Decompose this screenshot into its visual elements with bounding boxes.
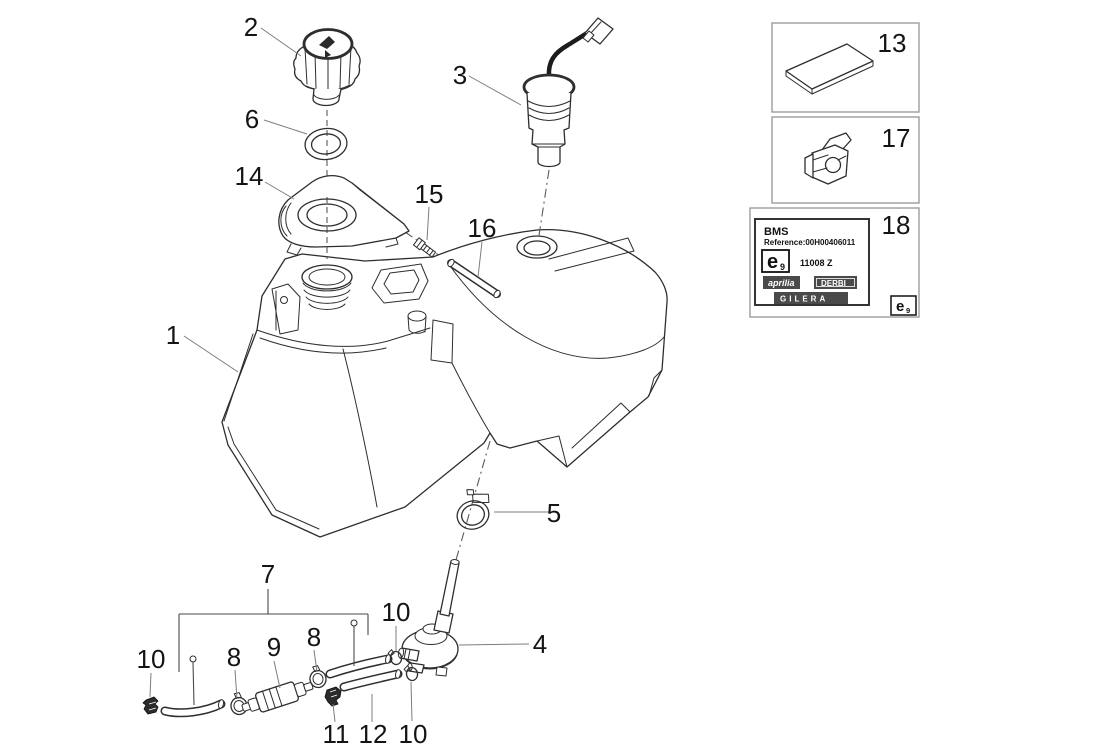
tank-ridge-line <box>256 327 431 347</box>
fuel-sensor-drawing <box>522 17 614 168</box>
clip-17-drawing <box>804 132 852 185</box>
fuel-filter-drawing <box>241 681 314 713</box>
aprilia-logo-text: aprilia <box>768 278 795 288</box>
callout-9: 9 <box>267 632 281 662</box>
e-mark-small: e <box>896 298 904 315</box>
kit-box-18: BMS Reference:00H00406011 e 9 11008 Z ap… <box>749 207 920 318</box>
aprilia-badge <box>763 276 800 289</box>
callout-2: 2 <box>244 12 258 42</box>
clip-11-detail <box>329 689 338 698</box>
e-mark-box <box>761 249 790 273</box>
callout-12: 12 <box>359 719 388 749</box>
callout-8-right: 8 <box>307 622 321 652</box>
cap-arrow-icon <box>319 36 335 58</box>
kit-box-17: 17 <box>771 116 920 204</box>
callout-10-left: 10 <box>137 644 166 674</box>
cap-bracket-drawing <box>278 175 410 259</box>
tank-pillar <box>430 319 454 364</box>
callout-13: 13 <box>878 28 907 58</box>
e-mark-sub: 9 <box>780 262 785 272</box>
gasket-plate-drawing <box>785 43 874 95</box>
hose-left <box>160 699 226 718</box>
group-bracket-7 <box>178 589 369 706</box>
hose-12 <box>339 669 403 692</box>
sensor-hole <box>516 235 558 259</box>
callout-4: 4 <box>533 629 547 659</box>
bms-label: BMS Reference:00H00406011 e 9 11008 Z ap… <box>754 218 870 306</box>
gilera-badge <box>774 292 848 304</box>
tap-standpipe <box>439 560 460 617</box>
callout-7: 7 <box>261 559 275 589</box>
centerline-sensor <box>537 169 550 243</box>
callout-14: 14 <box>235 161 264 191</box>
tank-mount-tab <box>271 283 301 335</box>
clamp-5-drawing <box>456 489 490 530</box>
bms-reference: Reference:00H00406011 <box>764 238 856 247</box>
e-mark: e <box>767 251 778 273</box>
callout-labels: 1 2 3 4 5 6 7 8 8 9 10 10 10 11 12 14 15… <box>137 12 562 749</box>
tank-top-pad <box>371 263 429 304</box>
gilera-logo-text: GILERA <box>780 295 828 304</box>
e-mark-box-small <box>890 295 917 316</box>
hose-kit-drawing <box>142 647 420 718</box>
tank-stripe <box>548 237 635 272</box>
fuel-tap-drawing <box>397 559 460 677</box>
callout-16: 16 <box>468 213 497 243</box>
callout-10-bottom: 10 <box>399 719 428 749</box>
seal-ring-drawing <box>304 127 348 161</box>
kit-box-13: 13 <box>771 22 920 113</box>
callout-6: 6 <box>245 104 259 134</box>
callout-5: 5 <box>547 498 561 528</box>
callout-3: 3 <box>453 60 467 90</box>
sensor-wire <box>546 30 590 79</box>
clamp-10-left-detail <box>148 701 157 711</box>
screw-drawing <box>413 237 437 258</box>
e-mark-small-sub: 9 <box>906 306 910 315</box>
callout-15: 15 <box>415 179 444 209</box>
fuel-cap-drawing <box>293 28 361 107</box>
fuel-cap-plug <box>312 88 342 107</box>
clamp-10-left <box>142 696 159 715</box>
derbi-logo-text: DERBI <box>821 279 846 288</box>
callout-18: 18 <box>882 210 911 240</box>
callout-17: 17 <box>882 123 911 153</box>
fuel-tank-drawing <box>221 169 668 538</box>
derbi-badge-keyline <box>816 278 855 287</box>
hose-upper <box>325 654 393 679</box>
bms-brand: BMS <box>764 226 788 238</box>
tank-cheek-curve <box>447 262 665 359</box>
callout-leaders <box>149 27 550 723</box>
tank-silhouette <box>221 229 668 538</box>
callout-10-mid: 10 <box>382 597 411 627</box>
filler-neck <box>301 264 353 310</box>
breather-pipe-drawing <box>447 258 501 299</box>
callout-11: 11 <box>323 719 350 749</box>
callout-1: 1 <box>166 320 180 350</box>
derbi-badge <box>814 276 857 289</box>
callout-8-left: 8 <box>227 642 241 672</box>
bms-code: 11008 Z <box>800 258 833 268</box>
